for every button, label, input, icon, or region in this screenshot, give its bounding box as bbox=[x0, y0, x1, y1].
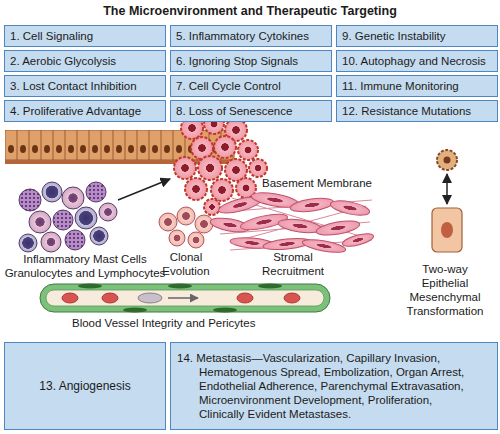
pericyte bbox=[123, 308, 147, 313]
hallmark-box: 12. Resistance Mutations bbox=[336, 100, 498, 122]
clonal-cell bbox=[195, 215, 213, 233]
tumor-cell bbox=[249, 159, 267, 177]
box-text: 6. Ignoring Stop Signals bbox=[176, 54, 326, 68]
illustration-label: Two-way Epithelial Mesenchymal Transform… bbox=[400, 262, 490, 318]
fibroblast bbox=[329, 198, 371, 218]
tumor-cell bbox=[238, 140, 258, 160]
box-text: 3. Lost Contact Inhibition bbox=[10, 79, 160, 93]
diagram-title: The Microenvironment and Therapeutic Tar… bbox=[0, 4, 500, 18]
box-text: 1. Cell Signaling bbox=[10, 29, 160, 43]
illustration-label: Inflammatory Mast Cells Granulocytes and… bbox=[0, 252, 170, 280]
hallmark-box: 7. Cell Cycle Control bbox=[170, 75, 332, 97]
invasion-arrow bbox=[118, 179, 170, 200]
tumor-cell bbox=[174, 157, 196, 179]
cell-nucleus bbox=[444, 157, 451, 164]
mast-cell bbox=[19, 189, 41, 211]
inflammatory-cells bbox=[19, 182, 117, 252]
mesenchymal-cell bbox=[437, 150, 457, 170]
tumor-cell bbox=[185, 178, 207, 200]
hallmark-box: 5. Inflammatory Cytokines bbox=[170, 25, 332, 47]
circulating-tumor-cell bbox=[138, 293, 162, 303]
clonal-cell bbox=[169, 230, 185, 246]
flow-arrow bbox=[168, 297, 198, 299]
tumor-cell bbox=[211, 179, 233, 201]
pericyte bbox=[168, 284, 192, 289]
tumor-cell bbox=[225, 159, 247, 181]
box-text: 9. Genetic Instability bbox=[342, 29, 492, 43]
granulocyte bbox=[29, 211, 51, 233]
red-blood-cell bbox=[284, 293, 300, 303]
granulocyte bbox=[41, 232, 61, 252]
clonal-cell bbox=[188, 232, 204, 248]
clonal-cells bbox=[159, 207, 213, 248]
mast-cell bbox=[86, 182, 106, 202]
tumor-cell bbox=[214, 136, 236, 158]
tumor-cell bbox=[204, 199, 220, 215]
granulocyte bbox=[99, 203, 117, 221]
angiogenesis-box: 13. Angiogenesis bbox=[4, 342, 166, 430]
mast-cell bbox=[53, 210, 73, 230]
clonal-cell bbox=[177, 207, 195, 225]
hallmark-box: 10. Autophagy and Necrosis bbox=[336, 50, 498, 72]
stromal-cells bbox=[209, 190, 374, 255]
fibroblast bbox=[289, 196, 334, 214]
box-text: 2. Aerobic Glycolysis bbox=[10, 54, 160, 68]
pericyte bbox=[78, 284, 102, 289]
fibroblast bbox=[277, 217, 322, 235]
hallmark-box: 6. Ignoring Stop Signals bbox=[170, 50, 332, 72]
hallmark-box: 9. Genetic Instability bbox=[336, 25, 498, 47]
hallmark-box: 4. Proliferative Advantage bbox=[4, 100, 166, 122]
box-text: 10. Autophagy and Necrosis bbox=[342, 54, 492, 68]
lymphocyte bbox=[19, 234, 37, 252]
pericytes bbox=[78, 284, 282, 313]
cell-nucleus bbox=[441, 222, 453, 238]
epithelium bbox=[5, 130, 235, 164]
illustration-label: Basement Membrane bbox=[262, 176, 382, 190]
metastasis-box: 14. Metastasis—Vascularization, Capillar… bbox=[170, 342, 498, 430]
fibroblast bbox=[315, 218, 360, 237]
box-text: 4. Proliferative Advantage bbox=[10, 104, 160, 118]
stroma bbox=[209, 190, 374, 255]
vessel-wall bbox=[40, 284, 330, 312]
hallmark-box: 8. Loss of Senescence bbox=[170, 100, 332, 122]
emt-illustration bbox=[432, 150, 462, 252]
pericyte bbox=[213, 308, 237, 313]
box-text: 7. Cell Cycle Control bbox=[176, 79, 326, 93]
lymphocyte bbox=[75, 207, 97, 229]
blood-vessel bbox=[40, 284, 330, 313]
red-blood-cell bbox=[237, 293, 253, 303]
hallmark-box: 3. Lost Contact Inhibition bbox=[4, 75, 166, 97]
hallmark-box: 2. Aerobic Glycolysis bbox=[4, 50, 166, 72]
illustration-label: Stromal Recruitment bbox=[258, 250, 328, 278]
mast-cell bbox=[65, 230, 85, 250]
red-cells bbox=[62, 293, 300, 303]
box-text: 14. Metastasis—Vascularization, Capillar… bbox=[199, 351, 473, 421]
box-text: 5. Inflammatory Cytokines bbox=[176, 29, 326, 43]
box-text: 11. Immune Monitoring bbox=[342, 79, 492, 93]
lymphocyte bbox=[42, 182, 62, 202]
hallmark-box: 1. Cell Signaling bbox=[4, 25, 166, 47]
pericyte bbox=[258, 284, 282, 289]
box-text: 12. Resistance Mutations bbox=[342, 104, 492, 118]
epithelial-cell bbox=[432, 208, 462, 252]
illustration-label: Blood Vessel Integrity and Pericytes bbox=[72, 316, 302, 330]
vessel-lumen bbox=[46, 290, 324, 306]
box-text: 13. Angiogenesis bbox=[5, 379, 165, 394]
two-way-arrow bbox=[446, 174, 448, 204]
tumor-cell bbox=[198, 156, 222, 180]
fibroblast bbox=[341, 231, 374, 249]
lymphocyte bbox=[90, 227, 108, 245]
hallmark-box: 11. Immune Monitoring bbox=[336, 75, 498, 97]
granulocyte bbox=[62, 187, 84, 209]
box-text: 8. Loss of Senescence bbox=[176, 104, 326, 118]
clonal-cell bbox=[159, 213, 177, 231]
illustration-label: Clonal Evolution bbox=[155, 250, 217, 278]
red-blood-cell bbox=[102, 293, 118, 303]
red-blood-cell bbox=[62, 293, 78, 303]
